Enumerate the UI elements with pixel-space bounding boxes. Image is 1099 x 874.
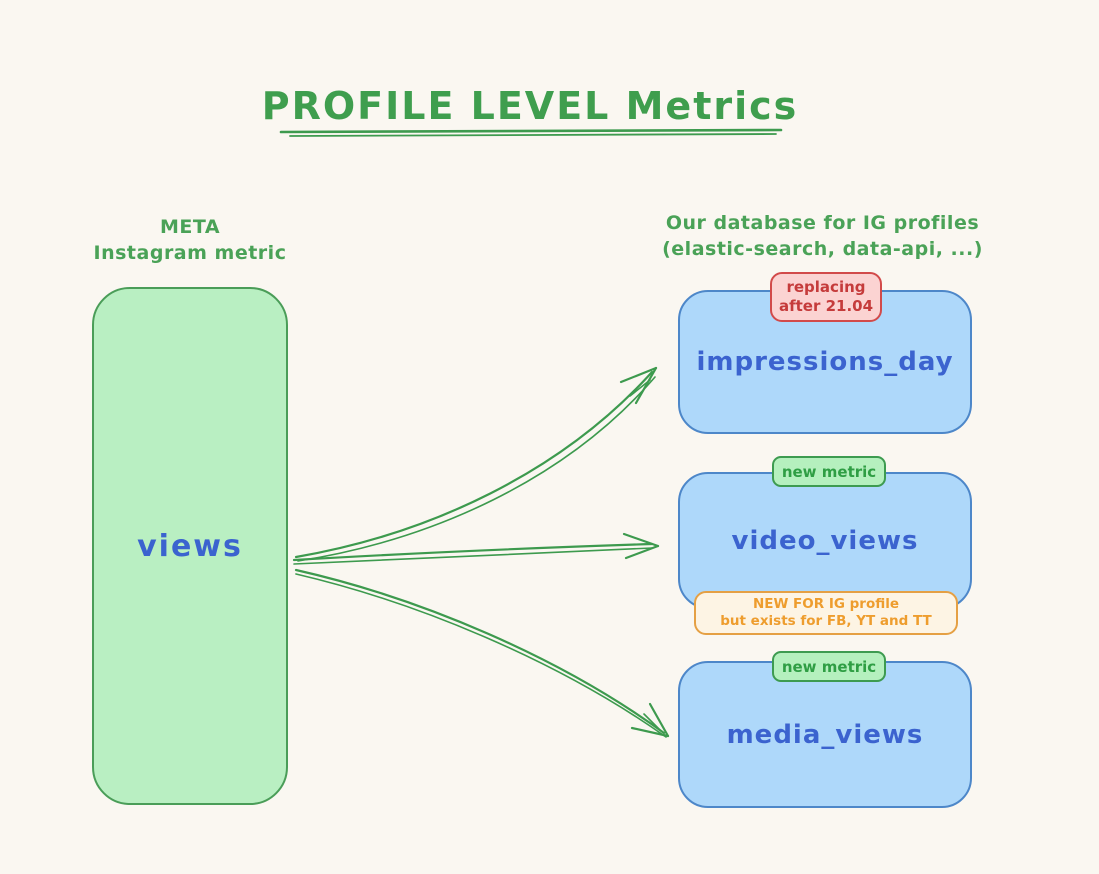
node-views-label: views: [137, 528, 243, 564]
node-views: views: [92, 287, 288, 805]
left-column-heading: META Instagram metric: [55, 214, 325, 266]
arrow-views-to-impressions-day: [294, 366, 658, 562]
title-underline: [279, 128, 783, 137]
badge-replacing-after-2104: replacing after 21.04: [770, 272, 882, 322]
arrow-views-to-media-views: [294, 568, 670, 738]
badge-replacing-line1: replacing: [786, 278, 866, 296]
arrow-views-to-video-views: [292, 532, 660, 565]
node-media-views: media_views: [678, 661, 972, 808]
note-new-for-ig-profile: NEW FOR IG profile but exists for FB, YT…: [694, 591, 958, 635]
note-line1: NEW FOR IG profile: [752, 596, 900, 612]
node-video-views: video_views: [678, 472, 972, 609]
badge-new-metric-video-text: new metric: [781, 462, 877, 481]
page-title: PROFILE LEVEL Metrics: [261, 84, 799, 128]
note-line2: but exists for FB, YT and TT: [720, 613, 932, 629]
right-heading-line1: Our database for IG profiles: [665, 212, 980, 234]
node-impressions-day: impressions_day: [678, 290, 972, 434]
node-media-views-label: media_views: [726, 719, 924, 750]
left-heading-line1: META: [159, 216, 221, 238]
right-column-heading: Our database for IG profiles (elastic-se…: [645, 210, 1000, 262]
badge-new-metric-video: new metric: [772, 456, 886, 487]
node-video-views-label: video_views: [731, 525, 919, 556]
badge-new-metric-media-text: new metric: [781, 657, 877, 676]
right-heading-line2: (elastic-search, data-api, ...): [662, 238, 983, 260]
badge-replacing-line2: after 21.04: [778, 297, 874, 315]
node-impressions-day-label: impressions_day: [696, 347, 954, 377]
left-heading-line2: Instagram metric: [93, 242, 287, 264]
badge-new-metric-media: new metric: [772, 651, 886, 682]
